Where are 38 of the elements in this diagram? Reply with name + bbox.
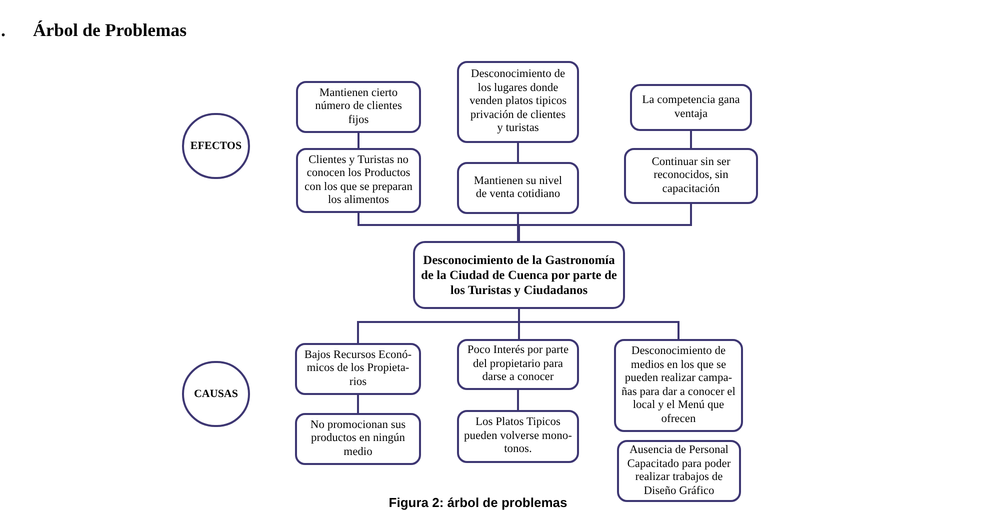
rounded-box xyxy=(457,410,579,463)
rounded-box xyxy=(457,162,579,214)
rounded-box xyxy=(296,81,421,133)
rounded-box xyxy=(617,440,741,502)
connector-line xyxy=(517,143,519,162)
category-label: CAUSAS xyxy=(194,388,238,400)
box-text: Poco Interés por parte del propietario para darse a conocer xyxy=(466,344,570,385)
central-box xyxy=(413,241,625,309)
rounded-box xyxy=(630,84,752,131)
connector-line xyxy=(518,204,692,241)
rounded-box xyxy=(296,148,421,213)
problem-text: Desconocimiento de la Gastronomía de la Ciudad de Cuenca por parte de los Turistas y Ciudadanos xyxy=(420,252,618,298)
box-text: Desconocimiento de los lugares donde venden platos tipicos privación de clientes y turistas xyxy=(468,68,568,136)
box-text: Ausencia de Personal Capacitado para poder realizar trabajos de Diseño Gráfico xyxy=(626,444,732,498)
caption: Figura 2: árbol de problemas xyxy=(388,495,568,510)
rounded-box xyxy=(295,343,421,395)
rounded-box xyxy=(457,61,579,143)
box-text: Clientes y Turistas no conocen los Productos con los que se preparan los alimentos xyxy=(304,154,414,208)
connector-line xyxy=(517,390,519,410)
rounded-box xyxy=(457,339,579,390)
rounded-box xyxy=(614,339,743,432)
rounded-box xyxy=(624,148,758,204)
connector-line xyxy=(690,131,692,148)
heading-number: . xyxy=(1,19,6,41)
box-text: Desconocimiento de medios en los que se pueden realizar campa- ñas para dar a conocer el local y el Menú que ofrecen xyxy=(621,345,736,426)
box-text: Los Platos Tipicos pueden volverse mono- tonos. xyxy=(463,416,573,457)
connector-line xyxy=(517,214,519,241)
box-text: La competencia gana ventaja xyxy=(641,94,741,121)
connector-line xyxy=(357,395,359,413)
category-label: EFECTOS xyxy=(190,140,242,152)
box-text: No promocionan sus productos en ningún medio xyxy=(309,418,407,460)
box-text: Bajos Recursos Econó- micos de los Propieta- rios xyxy=(303,348,413,390)
rounded-box xyxy=(295,413,421,465)
box-text: Continuar sin ser reconocidos, sin capacitación xyxy=(650,156,732,196)
box-text: Mantienen su nivel de venta cotidiano xyxy=(472,174,564,202)
connector-line xyxy=(358,133,360,148)
title: Árbol de Problemas xyxy=(33,19,187,41)
box-text: Mantienen cierto número de clientes fijos xyxy=(314,86,403,128)
